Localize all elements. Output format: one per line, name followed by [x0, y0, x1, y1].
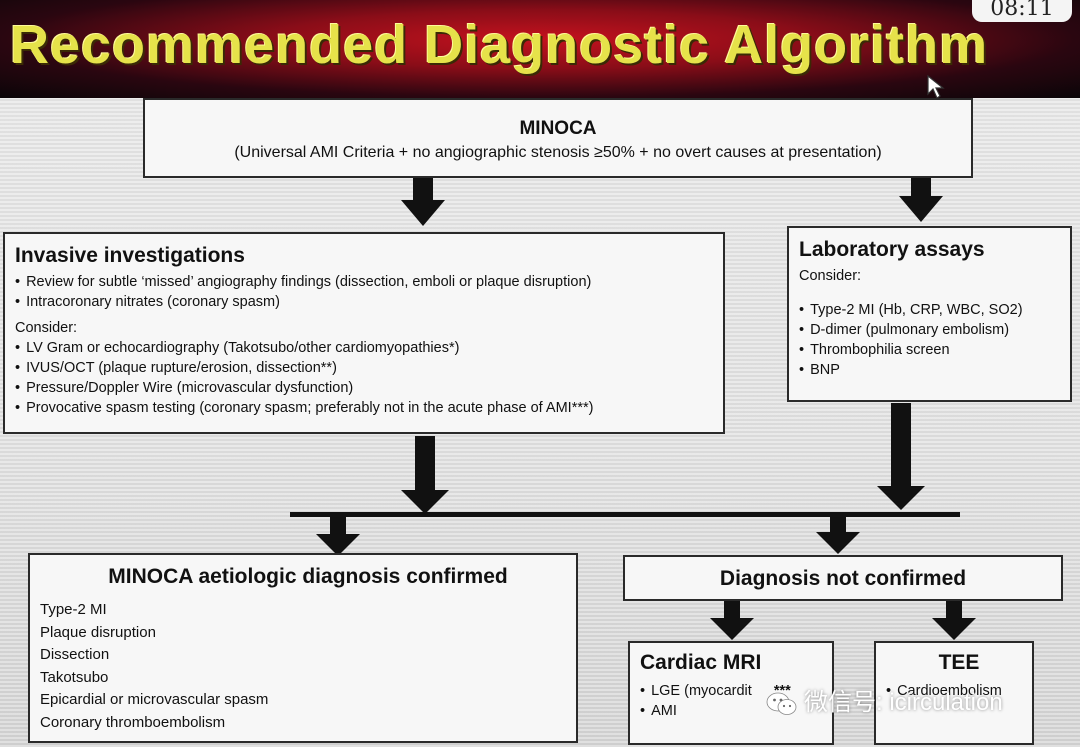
arrow-to-confirmed: [316, 517, 360, 556]
cardiac-mri-box: Cardiac MRI LGE (myocardit*** AMI: [628, 641, 834, 745]
minoca-heading: MINOCA: [519, 118, 597, 139]
not-confirmed-heading: Diagnosis not confirmed: [719, 567, 967, 590]
list-item: Cardioembolism: [886, 681, 1032, 701]
arrow-to-not-confirmed: [816, 514, 860, 554]
arrow-invasive-down: [401, 436, 449, 514]
list-item: Epicardial or microvascular spasm: [40, 691, 269, 708]
watermark-text: 微信号: icirculation: [804, 689, 1003, 716]
list-item: Provocative spasm testing (coronary spas…: [15, 398, 723, 418]
mouse-cursor-icon: [927, 74, 945, 99]
list-item: Intracoronary nitrates (coronary spasm): [15, 292, 723, 312]
diagnosis-not-confirmed-box: Diagnosis not confirmed: [623, 555, 1063, 601]
list-item: Coronary thromboembolism: [40, 713, 226, 731]
list-item: AMI: [640, 701, 832, 721]
tee-heading: TEE: [938, 651, 980, 674]
list-item: Dissection: [40, 646, 110, 663]
invasive-consider-label: Consider:: [15, 320, 78, 336]
lab-heading: Laboratory assays: [799, 238, 985, 261]
minoca-criteria: (Universal AMI Criteria + no angiographi…: [234, 144, 882, 161]
watermark: 微信号: icirculation: [766, 682, 1003, 716]
arrow-to-tee: [932, 601, 976, 640]
list-item: Review for subtle ‘missed’ angiography f…: [15, 272, 723, 292]
diagnosis-confirmed-box: MINOCA aetiologic diagnosis confirmed Ty…: [28, 553, 578, 743]
lab-consider-label: Consider:: [799, 268, 862, 284]
mri-heading: Cardiac MRI: [640, 651, 762, 674]
list-item: Pressure/Doppler Wire (microvascular dys…: [15, 378, 723, 398]
timer-display: 08:11: [972, 0, 1072, 22]
tee-box: TEE Cardioembolism: [874, 641, 1034, 745]
list-item: BNP: [799, 360, 1070, 380]
title-bar: Recommended Diagnostic Algorithm: [0, 0, 1080, 98]
list-item: Plaque disruption: [40, 623, 156, 641]
list-item: D-dimer (pulmonary embolism): [799, 320, 1070, 340]
list-item: LV Gram or echocardiography (Takotsubo/o…: [15, 338, 723, 358]
confirmed-heading: MINOCA aetiologic diagnosis confirmed: [108, 565, 508, 588]
list-item: Type-2 MI (Hb, CRP, WBC, SO2): [799, 300, 1070, 320]
list-item: Thrombophilia screen: [799, 340, 1070, 360]
wechat-icon: [766, 692, 797, 715]
arrow-minoca-to-lab: [899, 170, 943, 222]
minoca-box: MINOCA (Universal AMI Criteria + no angi…: [143, 98, 973, 178]
list-item: IVUS/OCT (plaque rupture/erosion, dissec…: [15, 358, 723, 378]
list-item: Takotsubo: [40, 668, 109, 686]
list-item: Type-2 MI: [40, 601, 107, 618]
merge-line: [290, 512, 960, 517]
laboratory-assays-box: Laboratory assays Consider: Type-2 MI (H…: [787, 226, 1072, 402]
slide-title: Recommended Diagnostic Algorithm: [10, 15, 989, 75]
arrow-lab-down: [877, 403, 925, 510]
invasive-heading: Invasive investigations: [15, 244, 245, 267]
arrow-to-mri: [710, 601, 754, 640]
arrow-minoca-to-invasive: [401, 178, 445, 226]
invasive-investigations-box: Invasive investigations Review for subtl…: [3, 232, 725, 434]
mri-item-text: LGE (myocardit: [651, 683, 752, 699]
